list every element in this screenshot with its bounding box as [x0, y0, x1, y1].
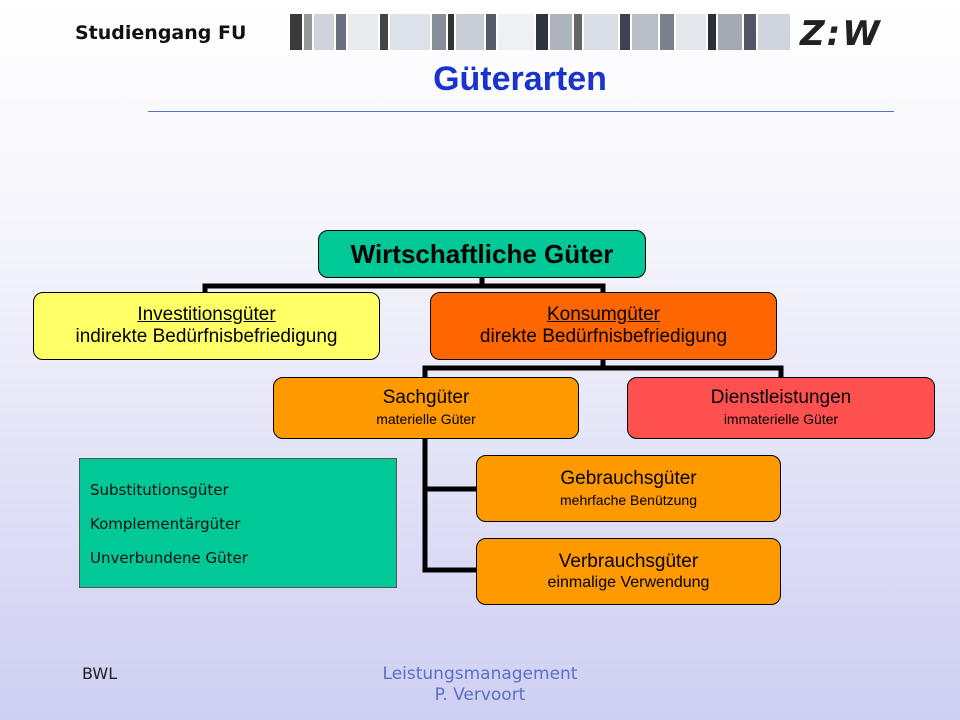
connector-root-level1 — [202, 275, 606, 295]
node-investitionsgueter: Investitionsgüter indirekte Bedürfnisbef… — [33, 292, 380, 360]
header-book-image — [290, 14, 790, 50]
node-konsumgueter: Konsumgüter direkte Bedürfnisbefriedigun… — [430, 292, 777, 360]
connector-sach-level3 — [422, 436, 479, 573]
node-wirtschaftliche-gueter: Wirtschaftliche Güter — [318, 230, 646, 278]
node-gebrauchsgueter-desc: mehrfache Benützung — [560, 491, 697, 508]
footer-course-info: Leistungsmanagement P. Vervoort — [300, 664, 660, 706]
footer-course: BWL — [82, 664, 118, 683]
footer-subject: Leistungsmanagement — [382, 664, 578, 684]
node-sachgueter-label: Sachgüter — [382, 387, 470, 408]
node-konsumgueter-desc: direkte Bedürfnisbefriedigung — [479, 326, 728, 347]
node-dienstleistungen: Dienstleistungen immaterielle Güter — [627, 377, 935, 439]
relation-item-substitution: Substitutionsgüter — [90, 481, 229, 499]
node-verbrauchsgueter-desc: einmalige Verwendung — [547, 573, 710, 591]
node-gebrauchsgueter-label: Gebrauchsgüter — [560, 467, 697, 489]
connector-konsum-level2 — [422, 357, 784, 380]
node-sachgueter-desc: materielle Güter — [376, 411, 476, 427]
page-title: Güterarten — [433, 60, 607, 98]
node-investitionsgueter-desc: indirekte Bedürfnisbefriedigung — [75, 326, 338, 347]
node-verbrauchsgueter-label: Verbrauchsgüter — [558, 550, 699, 572]
footer-author: P. Vervoort — [434, 685, 526, 705]
node-root-label: Wirtschaftliche Güter — [350, 239, 614, 269]
node-verbrauchsgueter: Verbrauchsgüter einmalige Verwendung — [476, 538, 781, 605]
node-konsumgueter-label: Konsumgüter — [546, 304, 660, 325]
node-investitionsgueter-label: Investitionsgüter — [137, 304, 276, 325]
node-gebrauchsgueter: Gebrauchsgüter mehrfache Benützung — [476, 455, 781, 522]
node-dienstleistungen-desc: immaterielle Güter — [723, 411, 839, 427]
title-divider — [148, 111, 894, 112]
relation-item-unrelated: Unverbundene Güter — [90, 549, 248, 567]
zw-logo: Z:W — [800, 14, 882, 54]
relation-types-box: Substitutionsgüter Komplementärgüter Unv… — [79, 458, 397, 588]
header-brand: Studiengang FU — [75, 22, 247, 44]
relation-item-complement: Komplementärgüter — [90, 515, 241, 533]
node-dienstleistungen-label: Dienstleistungen — [710, 387, 852, 408]
node-sachgueter: Sachgüter materielle Güter — [273, 377, 579, 439]
